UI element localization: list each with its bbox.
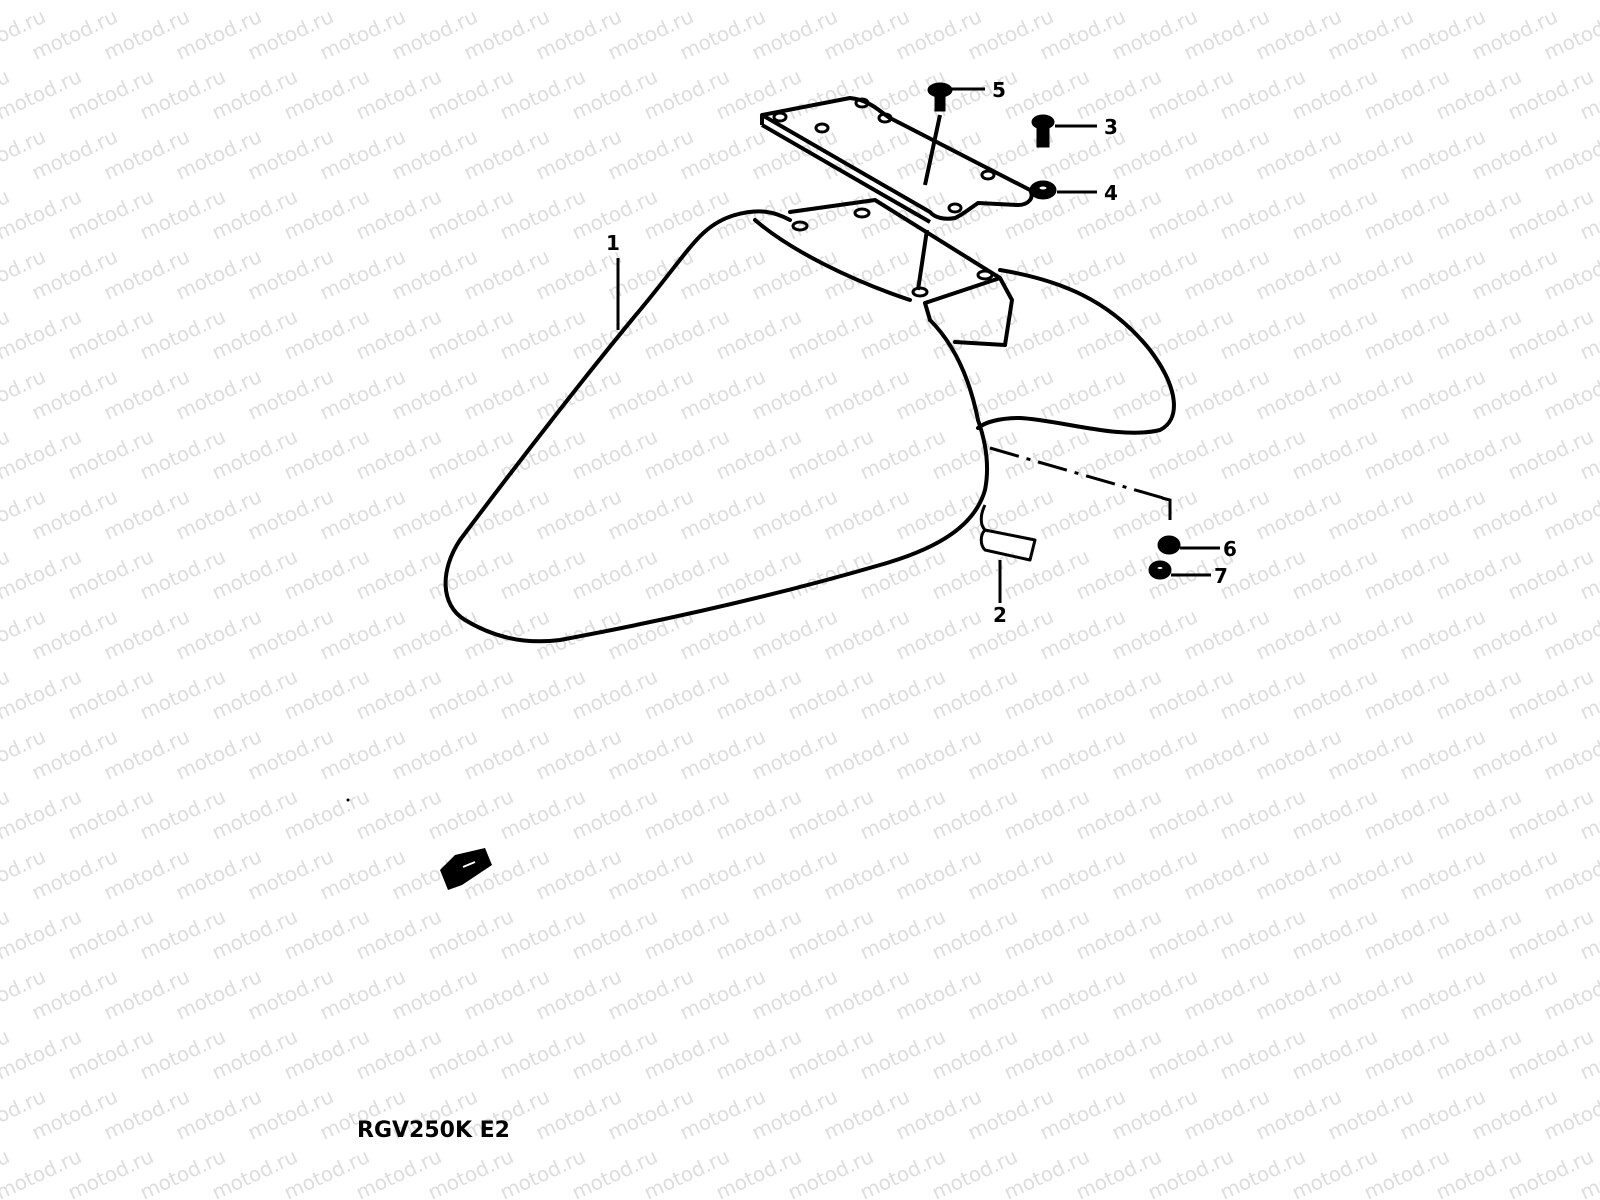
fender-bracket-plate bbox=[760, 96, 1034, 224]
washer-7-icon bbox=[1148, 560, 1211, 580]
callout-6: 6 bbox=[1223, 537, 1237, 561]
direction-arrow-icon bbox=[440, 848, 492, 890]
watermark-text: motod.ru bbox=[1576, 0, 1600, 5]
callout-4: 4 bbox=[1104, 181, 1118, 205]
callout-5: 5 bbox=[992, 78, 1006, 102]
washer-4-icon bbox=[1029, 180, 1097, 200]
bracket-holes bbox=[772, 97, 996, 214]
callout-1: 1 bbox=[606, 231, 620, 255]
callout-7: 7 bbox=[1214, 564, 1228, 588]
screw-3-icon bbox=[1031, 114, 1097, 148]
front-fender bbox=[443, 198, 1176, 644]
clip-2-icon bbox=[979, 504, 1037, 603]
assembly-line bbox=[989, 446, 1171, 502]
model-label: RGV250K E2 bbox=[357, 1118, 510, 1143]
stray-dot bbox=[346, 798, 350, 802]
nut-6-icon bbox=[1157, 535, 1220, 555]
screw-5-icon bbox=[916, 82, 985, 291]
callout-2: 2 bbox=[993, 603, 1007, 627]
assembly-line-hook bbox=[1161, 496, 1172, 520]
callout-3: 3 bbox=[1104, 115, 1118, 139]
